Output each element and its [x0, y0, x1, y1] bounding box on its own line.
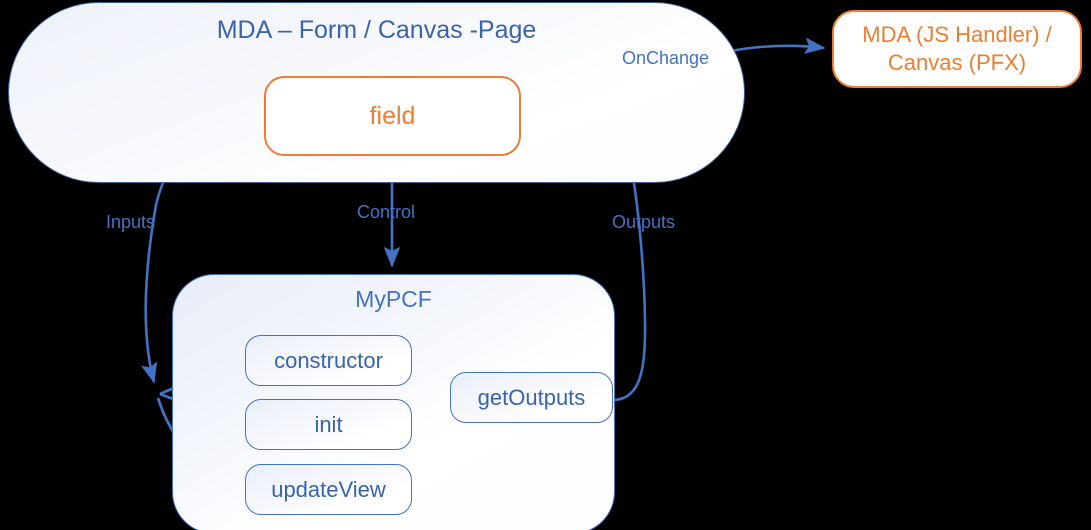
- field-node[interactable]: [264, 76, 521, 156]
- method-node-constructor[interactable]: [245, 335, 412, 386]
- method-node-init[interactable]: [245, 399, 412, 450]
- mda-js-handler-canvas-pfx-node[interactable]: [832, 10, 1082, 88]
- method-node-updateview[interactable]: [245, 464, 412, 515]
- method-node-getoutputs[interactable]: [450, 372, 613, 423]
